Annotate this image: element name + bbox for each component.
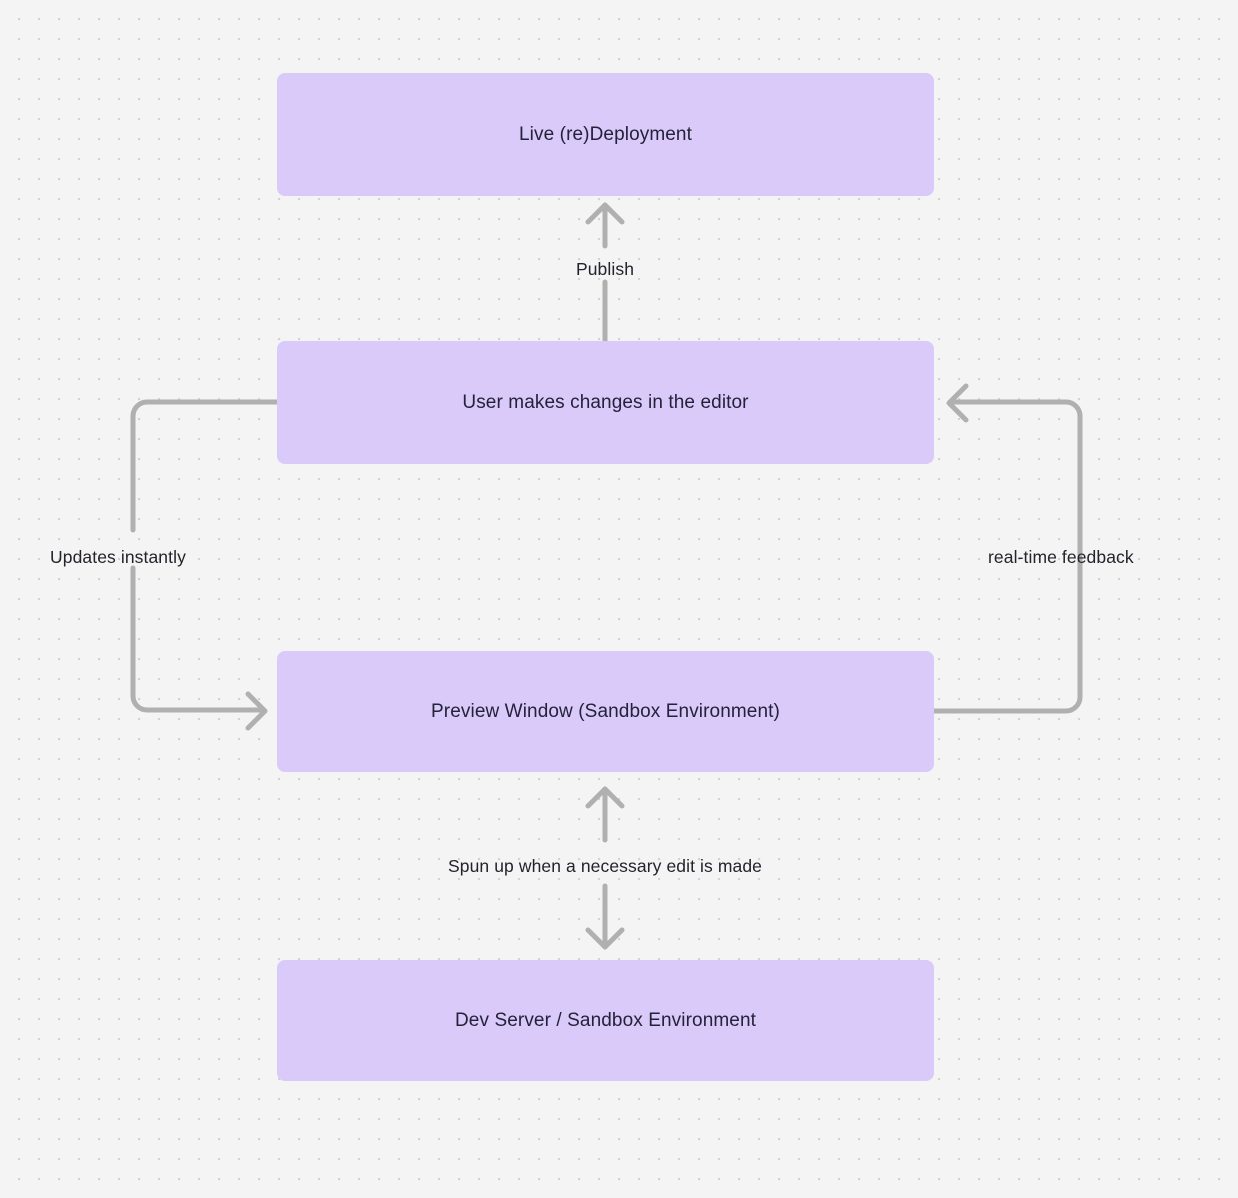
- node-label: Live (re)Deployment: [519, 123, 692, 145]
- node-label: User makes changes in the editor: [462, 391, 749, 413]
- edge-label-real-time-feedback: real-time feedback: [988, 547, 1134, 567]
- node-live-deployment[interactable]: Live (re)Deployment: [277, 73, 934, 196]
- node-label: Dev Server / Sandbox Environment: [454, 1009, 756, 1031]
- node-user-edits[interactable]: User makes changes in the editor: [277, 341, 934, 464]
- node-dev-server[interactable]: Dev Server / Sandbox Environment: [277, 960, 934, 1081]
- edge-label-publish: Publish: [575, 259, 635, 279]
- edge-label-updates-instantly: Updates instantly: [50, 547, 186, 567]
- edge-label-spun-up: Spun up when a necessary edit is made: [447, 856, 763, 876]
- node-preview-window[interactable]: Preview Window (Sandbox Environment): [277, 651, 934, 772]
- node-label: Preview Window (Sandbox Environment): [431, 700, 780, 722]
